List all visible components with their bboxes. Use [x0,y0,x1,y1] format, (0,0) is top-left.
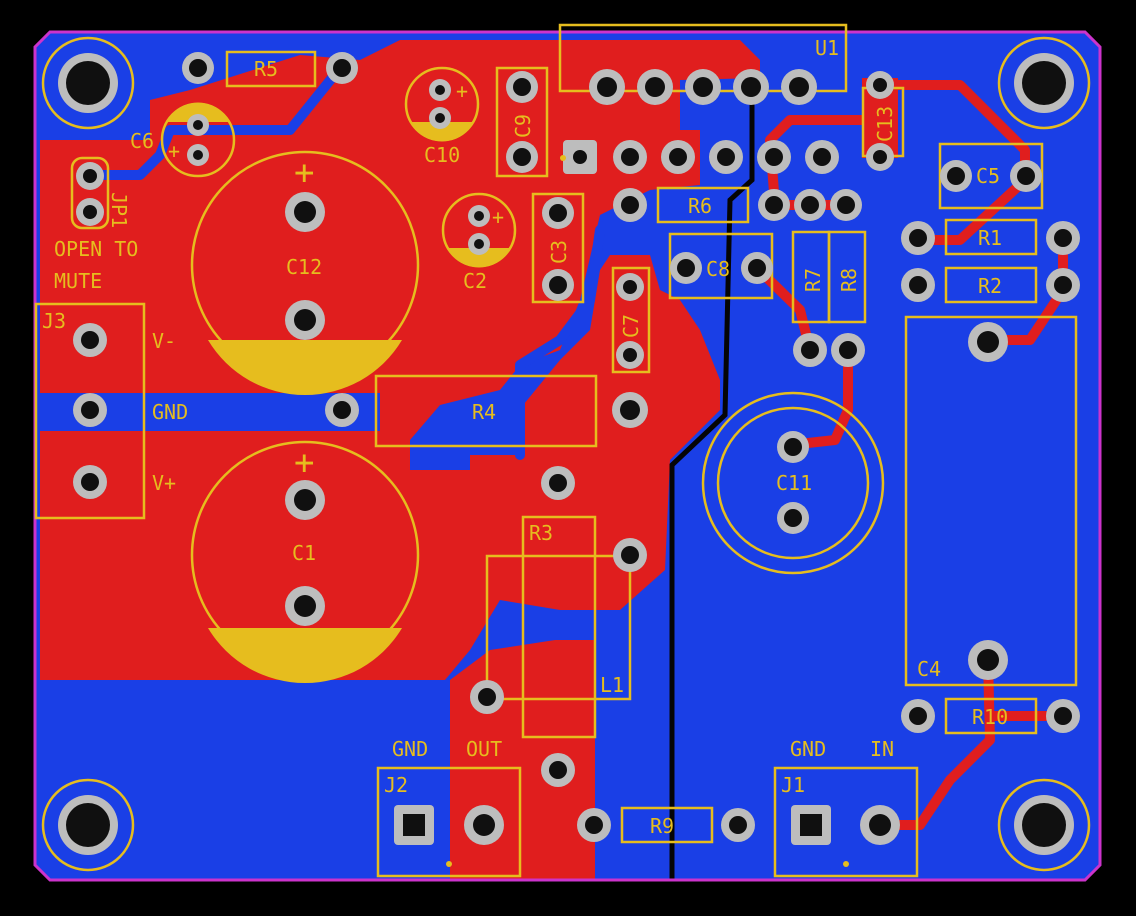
label-l1: L1 [600,673,624,697]
plus-c10: + [456,79,468,103]
outline-r1 [944,218,1038,256]
plus-c1: + [294,443,314,483]
label-c1: C1 [292,541,316,565]
capacitor-c6 [160,102,236,178]
outline-r2 [944,266,1038,304]
capacitor-c2 [441,192,517,268]
plus-c12: + [294,153,314,193]
label-gnd-j3: GND [152,400,188,424]
label-r1: R1 [978,226,1002,250]
outline-j3 [34,302,146,520]
label-j2-out: OUT [466,737,502,761]
mounting-hole-top-left [41,36,135,130]
label-r7: R7 [801,268,825,292]
label-v-minus: V- [152,329,176,353]
label-j1-gnd: GND [790,737,826,761]
trace-r2-c4 [983,233,1068,345]
label-c9: C9 [511,114,535,138]
label-jp1: JP1 [107,192,131,228]
ground-split-line [669,80,755,880]
plus-c6: + [168,139,180,163]
label-j2: J2 [384,773,408,797]
mounting-hole-bottom-right [997,778,1091,872]
outline-j1 [773,766,919,878]
capacitor-c10 [404,66,480,142]
pin1-dot-j2 [446,861,452,867]
outline-r6 [656,186,750,224]
outline-j2 [376,766,522,878]
label-r6: R6 [688,194,712,218]
outline-r10 [944,697,1038,735]
pin1-dot-u1 [560,155,566,161]
label-j1: J1 [781,773,805,797]
capacitor-c11 [701,391,885,575]
mounting-hole-bottom-left [41,778,135,872]
outline-r3 [521,515,597,739]
outline-jp1 [70,156,110,230]
label-mute: MUTE [54,269,102,293]
label-c4: C4 [917,657,941,681]
capacitor-c1 [190,440,420,684]
label-c8: C8 [706,257,730,281]
trace-jp1-r5 [85,63,345,180]
label-c3: C3 [547,240,571,264]
label-j2-gnd: GND [392,737,428,761]
label-u1: U1 [815,36,839,60]
label-r10: R10 [972,705,1008,729]
plus-c2: + [492,205,504,229]
pin1-dot-j1 [843,861,849,867]
outline-c7 [611,266,651,374]
label-r2: R2 [978,274,1002,298]
outline-c3 [531,192,585,304]
label-c6: C6 [130,129,154,153]
mounting-hole-top-right [997,36,1091,130]
label-r8: R8 [837,268,861,292]
outline-c9 [495,66,549,178]
capacitor-c12 [190,150,420,396]
copper-pour-power-left [40,40,760,680]
label-c12: C12 [286,255,322,279]
label-j3: J3 [42,309,66,333]
label-r3: R3 [529,521,553,545]
outline-r5 [225,50,317,88]
label-c2: C2 [463,269,487,293]
label-open-to: OPEN TO [54,237,138,261]
label-c5: C5 [976,164,1000,188]
outline-r4 [374,374,598,448]
label-c7: C7 [619,314,643,338]
label-r9: R9 [650,814,674,838]
drills [81,59,1072,836]
label-j1-in: IN [870,737,894,761]
label-c10: C10 [424,143,460,167]
outline-c4 [904,315,1078,687]
label-r4: R4 [472,400,496,424]
label-c11: C11 [776,471,812,495]
label-v-plus: V+ [152,471,176,495]
label-c13: C13 [873,106,897,142]
trace-r6-c7 [515,200,633,460]
outline-l1 [485,554,632,701]
outline-r9 [620,806,714,844]
outline-r8 [827,230,867,324]
label-r5: R5 [254,57,278,81]
